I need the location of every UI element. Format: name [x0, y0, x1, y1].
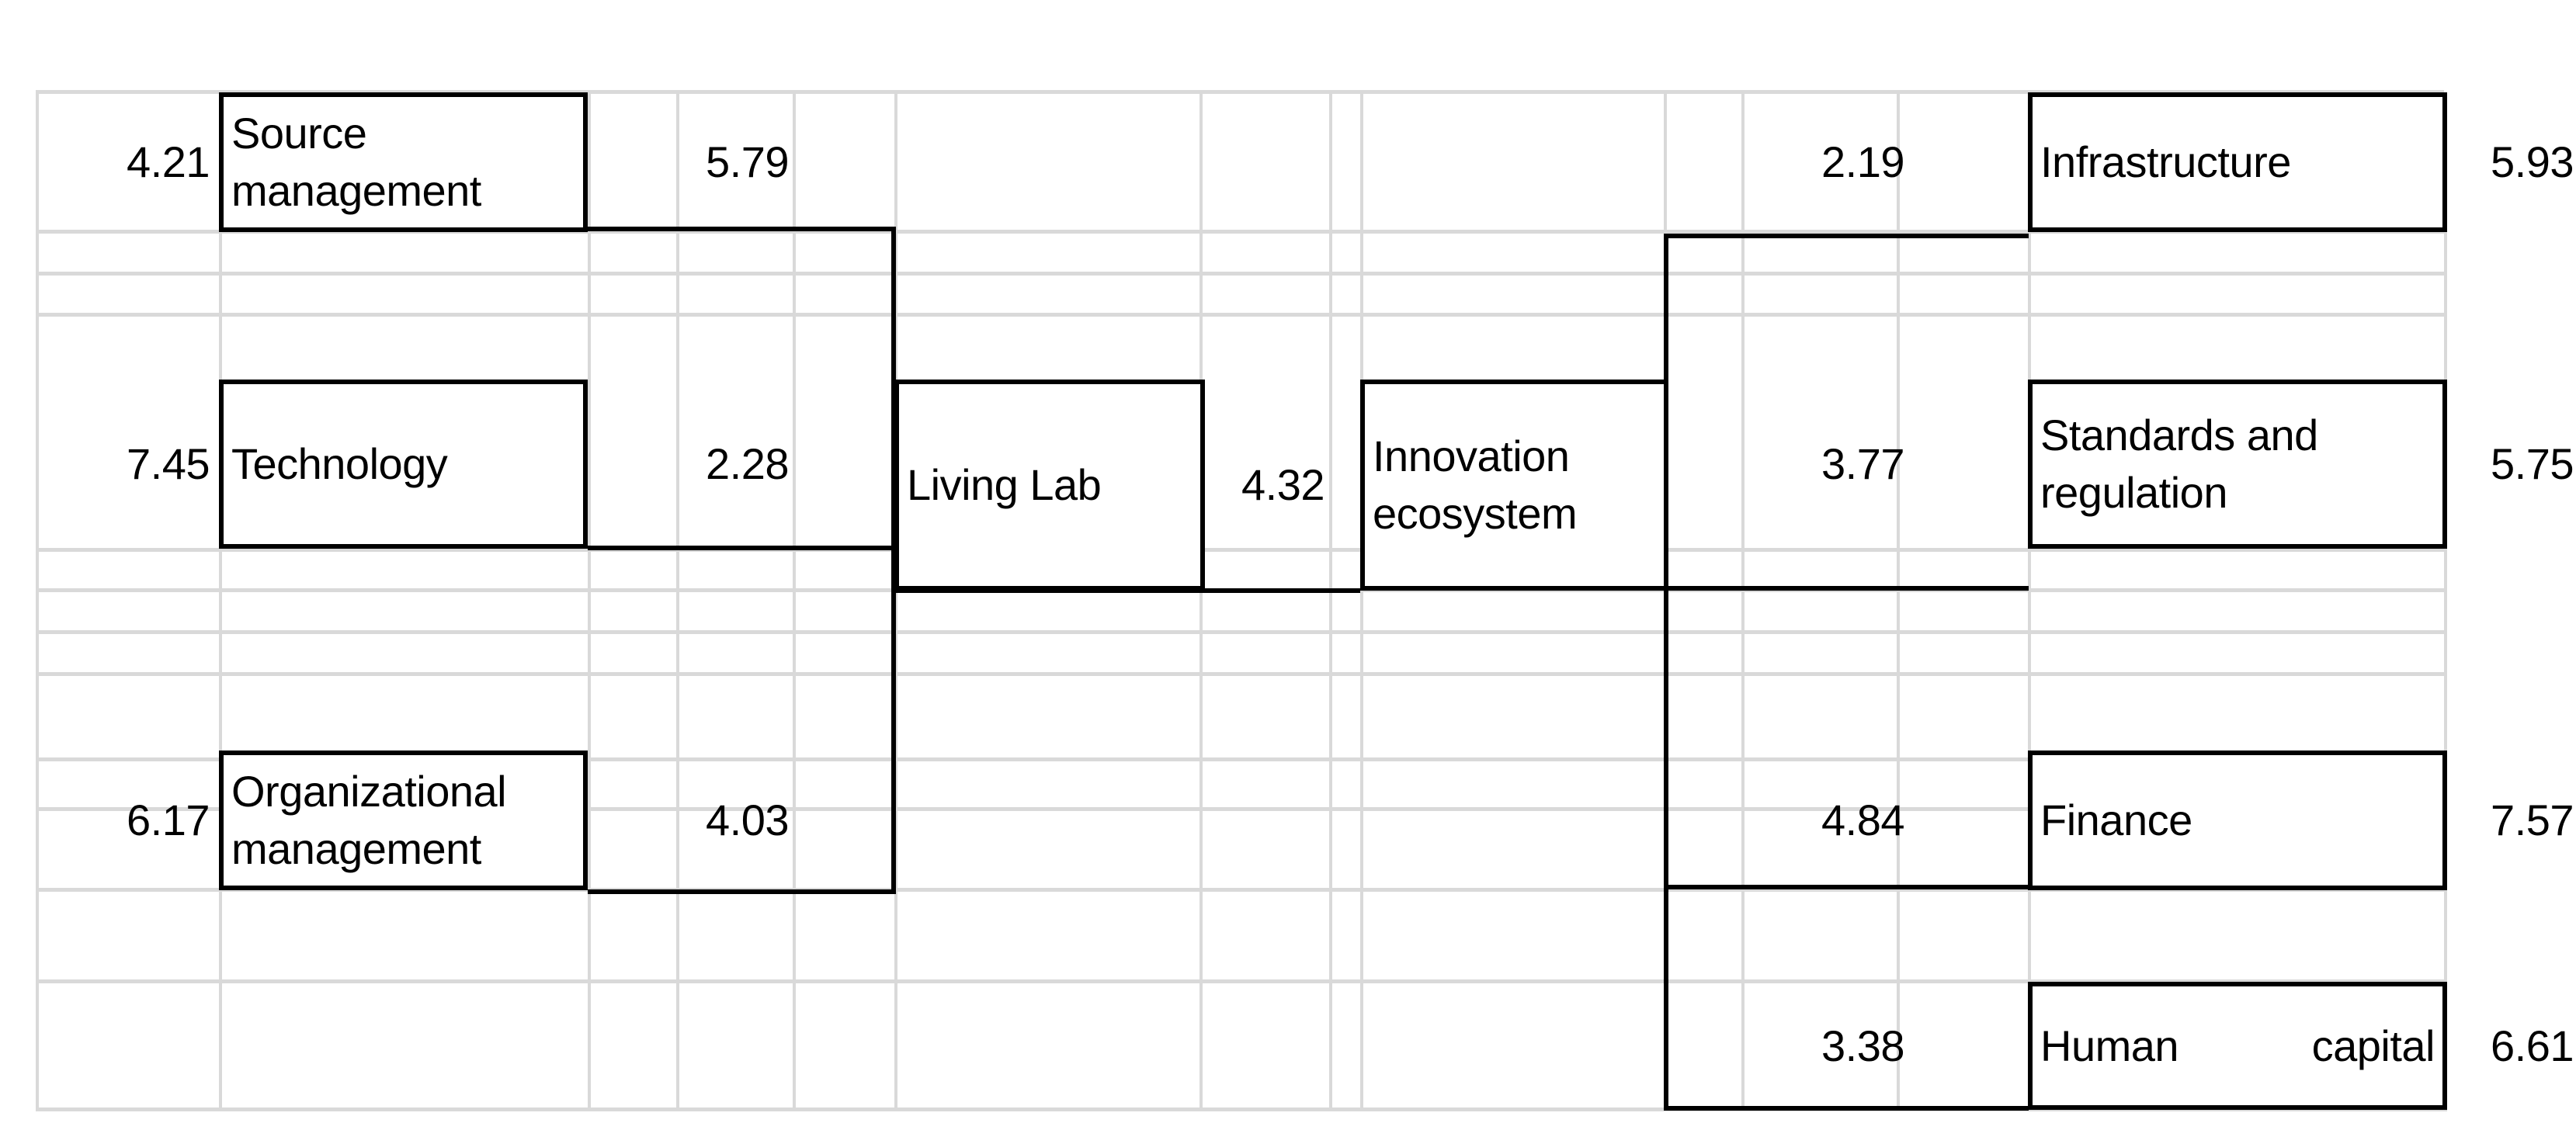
gridline-v [588, 94, 591, 1111]
node-infrastructure[interactable]: Infrastructure [2028, 92, 2447, 232]
gridline-h [36, 757, 2444, 761]
node-source-management-label: Source management [231, 109, 481, 215]
node-technology[interactable]: Technology [219, 380, 588, 549]
node-human-capital[interactable]: Human capital [2028, 982, 2447, 1110]
gridline-h [36, 807, 2444, 811]
gridline-h [36, 672, 2444, 676]
node-living-lab[interactable]: Living Lab [894, 380, 1205, 591]
gridline-h [36, 888, 2444, 892]
gridline-h [36, 979, 2444, 983]
node-technology-label: Technology [231, 439, 448, 489]
gridline-h [36, 313, 2444, 317]
node-organizational-management[interactable]: Organizational management [219, 750, 588, 890]
node-organizational-management-label: Organizational management [231, 767, 507, 873]
node-standards-and-regulation[interactable]: Standards and regulation [2028, 380, 2447, 549]
gridline-v [1741, 94, 1745, 1111]
node-infrastructure-label: Infrastructure [2040, 137, 2291, 187]
gridline-h [36, 230, 2444, 234]
connector-right-rail [1664, 234, 1668, 1111]
gridline-v [894, 94, 897, 1111]
gridline-v [1360, 94, 1363, 1111]
node-finance-label: Finance [2040, 796, 2192, 845]
gridline-v [793, 94, 796, 1111]
gridline-v [1329, 94, 1332, 1111]
value-finance-left: 4.84 [1821, 796, 1905, 845]
node-living-lab-label: Living Lab [907, 460, 1102, 510]
value-standards-right: 5.75 [2491, 439, 2574, 489]
value-source-management-right: 5.79 [706, 137, 790, 187]
node-human-capital-label: Human capital [2040, 1021, 2435, 1070]
gridline-v [676, 94, 679, 1111]
connector-technology-right [588, 546, 896, 550]
connector-left-rail [891, 227, 896, 894]
connector-organizational-management-right [588, 889, 896, 894]
gridline-v [219, 94, 222, 1111]
gridline-v [1199, 94, 1203, 1111]
node-innovation-ecosystem[interactable]: Innovation ecosystem [1360, 380, 1668, 591]
gridline-h [36, 272, 2444, 276]
node-standards-and-regulation-label: Standards and regulation [2040, 411, 2318, 517]
gridline-h [36, 630, 2444, 634]
gridline-v [36, 94, 39, 1111]
value-infrastructure-left: 2.19 [1821, 137, 1905, 187]
node-finance[interactable]: Finance [2028, 750, 2447, 890]
connector-standards-left [1664, 586, 2029, 591]
gridline-v [1897, 94, 1900, 1111]
gridline-h [36, 90, 2444, 94]
gridline-h [36, 548, 2444, 552]
value-source-management-left: 4.21 [127, 137, 210, 187]
value-standards-left: 3.77 [1821, 439, 1905, 489]
value-finance-right: 7.57 [2491, 796, 2574, 845]
gridline-v [2028, 94, 2031, 1111]
value-human-capital-right: 6.61 [2491, 1021, 2574, 1071]
value-human-capital-left: 3.38 [1821, 1021, 1905, 1071]
connector-living-lab-bottom-rail [894, 588, 1360, 593]
value-living-lab-right: 4.32 [1241, 460, 1325, 510]
value-infrastructure-right: 5.93 [2491, 137, 2574, 187]
connector-human-capital-left [1664, 1106, 2029, 1111]
connector-finance-left [1664, 885, 2029, 889]
value-organizational-management-left: 6.17 [127, 796, 210, 845]
node-innovation-ecosystem-label: Innovation ecosystem [1373, 432, 1578, 538]
value-technology-right: 2.28 [706, 439, 790, 489]
node-source-management[interactable]: Source management [219, 92, 588, 232]
value-organizational-management-right: 4.03 [706, 796, 790, 845]
connector-source-management-right [588, 227, 896, 231]
gridline-h [36, 1108, 2444, 1111]
gridline-v [2444, 94, 2447, 1111]
connector-infrastructure-left [1664, 234, 2029, 238]
value-technology-left: 7.45 [127, 439, 210, 489]
